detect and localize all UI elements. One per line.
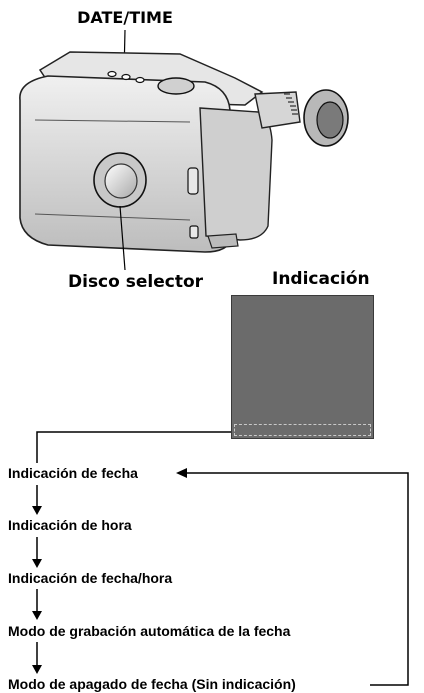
screen-to-sequence-line bbox=[36, 431, 234, 463]
display-title: Indicación bbox=[272, 269, 370, 289]
return-loop-line bbox=[186, 472, 409, 686]
mode-date-display: Indicación de fecha bbox=[8, 465, 138, 481]
down-arrow-icon bbox=[32, 665, 42, 674]
down-arrow-icon bbox=[32, 559, 42, 568]
mode-date-time-display: Indicación de fecha/hora bbox=[8, 570, 173, 586]
selector-dial-label: Disco selector bbox=[68, 272, 204, 292]
camcorder-side-panel bbox=[199, 107, 273, 241]
down-arrow-icon bbox=[32, 611, 42, 620]
down-arrow-icon bbox=[32, 506, 42, 515]
viewfinder-barrel bbox=[254, 91, 301, 129]
date-indicator-area bbox=[234, 424, 371, 436]
mode-auto-date-record: Modo de grabación automática de la fecha bbox=[8, 623, 291, 639]
selector-dial-leader-line bbox=[119, 205, 126, 271]
date-time-label: DATE/TIME bbox=[77, 8, 173, 27]
mode-date-off: Modo de apagado de fecha (Sin indicación… bbox=[8, 676, 296, 692]
left-arrow-icon bbox=[176, 468, 187, 478]
mode-time-display: Indicación de hora bbox=[8, 517, 132, 533]
display-screen bbox=[231, 295, 374, 439]
date-time-button-icon bbox=[107, 70, 117, 78]
